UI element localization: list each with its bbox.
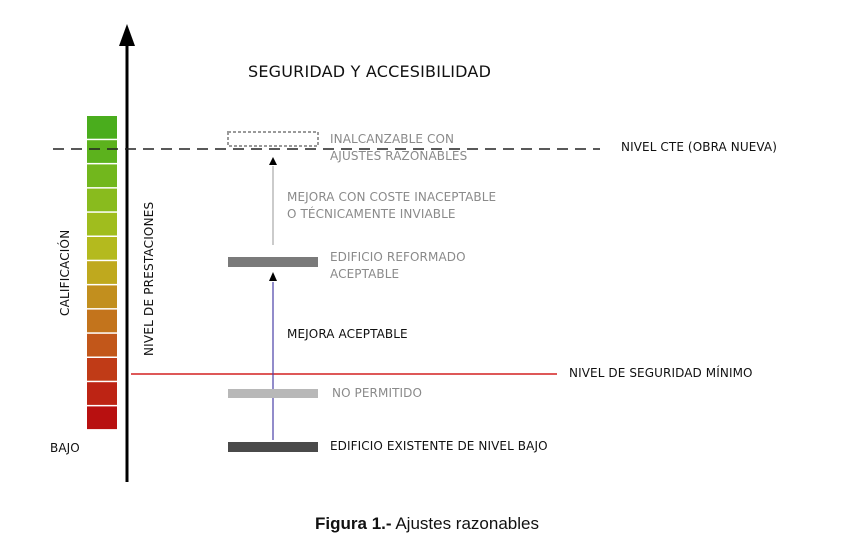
scale-step (87, 406, 117, 430)
scale-step (87, 261, 117, 284)
caption-number: Figura 1.- (315, 514, 392, 533)
rating-scale-label: CALIFICACIÓN (58, 229, 72, 316)
unreachable-bar (227, 131, 319, 147)
scale-step (87, 116, 117, 139)
unreachable-label-line1: INALCANZABLE CON (330, 132, 455, 146)
performance-axis-arrowhead (119, 24, 135, 46)
scale-step (87, 285, 117, 309)
figure-caption: Figura 1.- Ajustes razonables (0, 514, 854, 534)
unacceptable-improvement-label: MEJORA CON COSTE INACEPTABLE O TÉCNICAME… (287, 189, 496, 223)
scale-step (87, 164, 117, 188)
unacceptable-label-line2: O TÉCNICAMENTE INVIABLE (287, 207, 456, 221)
diagram-title: SEGURIDAD Y ACCESIBILIDAD (248, 62, 492, 81)
rating-color-scale (87, 116, 117, 430)
scale-step (87, 237, 117, 260)
minimum-safety-label: NIVEL DE SEGURIDAD MÍNIMO (569, 366, 753, 380)
not-allowed-bar (228, 389, 318, 398)
scale-step (87, 140, 117, 163)
scale-step (87, 309, 117, 333)
reformed-building-bar (228, 257, 318, 267)
unreachable-label: INALCANZABLE CON AJUSTES RAZONABLES (330, 131, 467, 165)
reformed-label-line1: EDIFICIO REFORMADO (330, 250, 466, 264)
acceptable-arrowhead (269, 272, 277, 281)
scale-step (87, 358, 117, 381)
cte-level-label: NIVEL CTE (OBRA NUEVA) (621, 140, 778, 154)
existing-building-label: EDIFICIO EXISTENTE DE NIVEL BAJO (330, 439, 548, 453)
scale-bottom-label: BAJO (50, 441, 80, 455)
reformed-label-line2: ACEPTABLE (330, 267, 400, 281)
unacceptable-arrowhead (269, 157, 277, 165)
unreachable-label-line2: AJUSTES RAZONABLES (330, 149, 468, 163)
unacceptable-label-line1: MEJORA CON COSTE INACEPTABLE (287, 190, 497, 204)
existing-building-bar (228, 442, 318, 452)
scale-step (87, 382, 117, 405)
caption-text: Ajustes razonables (391, 514, 539, 533)
performance-axis-label: NIVEL DE PRESTACIONES (142, 201, 156, 356)
scale-step (87, 333, 117, 357)
scale-step (87, 212, 117, 236)
scale-step (87, 188, 117, 212)
acceptable-improvement-label: MEJORA ACEPTABLE (287, 327, 408, 341)
reformed-building-label: EDIFICIO REFORMADO ACEPTABLE (330, 249, 466, 283)
not-allowed-label: NO PERMITIDO (332, 386, 423, 400)
